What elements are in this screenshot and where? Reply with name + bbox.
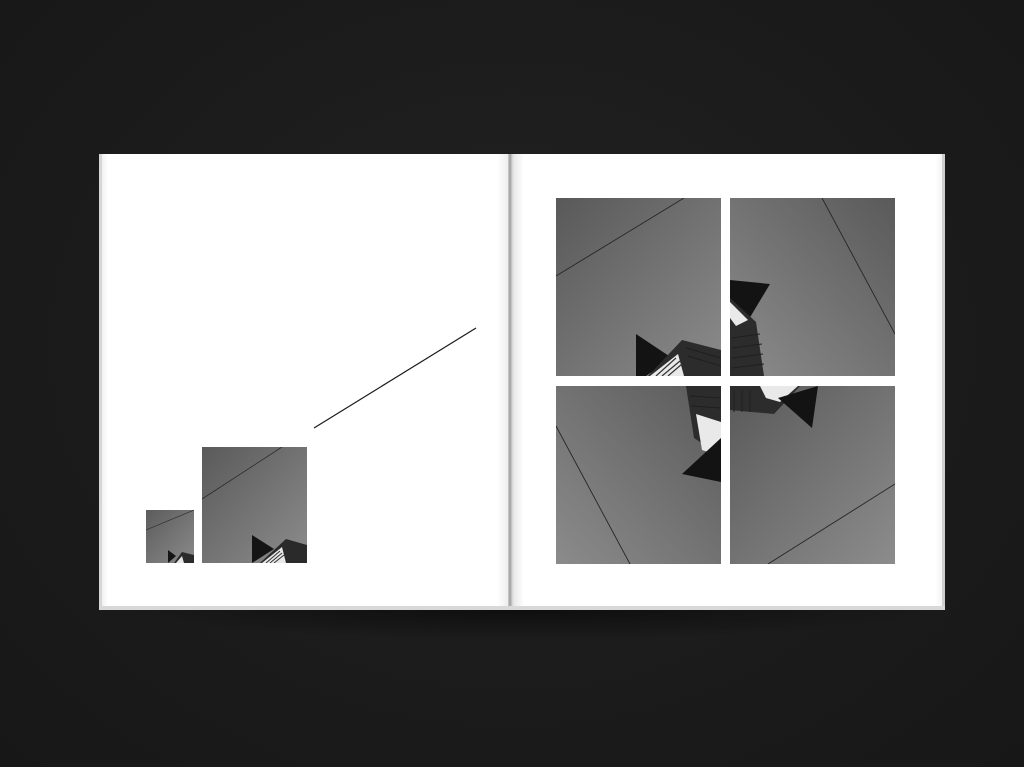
architecture-photo-small: [146, 510, 194, 563]
architecture-photo-medium: [202, 447, 307, 563]
right-page-bottom-edge: [510, 606, 945, 610]
architecture-photo-bottom-left: [556, 386, 721, 564]
book-spine: [508, 154, 512, 610]
architecture-photo-top-left: [556, 198, 721, 376]
left-page-bottom-edge: [99, 606, 510, 610]
architecture-photo-bottom-right: [730, 386, 895, 564]
architecture-photo-top-right: [730, 198, 895, 376]
